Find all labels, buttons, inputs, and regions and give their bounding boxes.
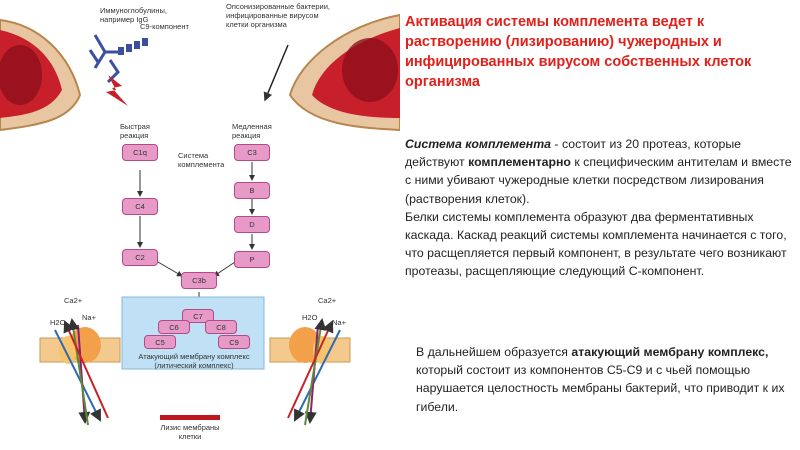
term-complementary: комплементарно bbox=[468, 155, 571, 170]
ion-ca-right: Ca2+ bbox=[318, 296, 337, 305]
c9-chain-icon bbox=[118, 38, 148, 55]
slow-arrow bbox=[263, 44, 289, 102]
node-c3b: C3b bbox=[181, 272, 217, 289]
ion-arrows-left bbox=[54, 318, 109, 426]
term-complement-system: Система комплемента bbox=[405, 137, 552, 151]
ion-na-left: Na+ bbox=[82, 313, 96, 322]
node-c1q: C1q bbox=[122, 144, 158, 161]
ion-ca-left: Ca2+ bbox=[64, 296, 83, 305]
node-c4: C4 bbox=[122, 198, 158, 215]
mac-label: Атакующий мембрану комплекс (литический … bbox=[138, 352, 250, 370]
node-c2: C2 bbox=[122, 249, 158, 266]
ion-na-right: Na+ bbox=[332, 318, 346, 327]
ion-h2o-left: H2O bbox=[50, 318, 66, 327]
ion-arrows-right bbox=[287, 318, 341, 426]
complement-diagram: Иммуноглобулины, например IgG Опсонизиро… bbox=[0, 2, 400, 441]
left-cell-illustration bbox=[0, 18, 82, 132]
paragraph-complement: Система комплемента - состоит из 20 прот… bbox=[405, 137, 792, 279]
lysis-bar bbox=[160, 415, 220, 420]
cascade-arrows bbox=[137, 162, 255, 309]
node-p: P bbox=[234, 251, 270, 268]
immunoglobulins-label: Иммуноглобулины, например IgG bbox=[100, 6, 167, 24]
paragraph-cascades: Белки системы комплемента образуют два ф… bbox=[405, 209, 787, 279]
slow-reaction-label: Медленная реакция bbox=[232, 122, 272, 140]
lysis-label: Лизис мембраны клетки bbox=[160, 423, 220, 441]
node-c9: C9 bbox=[218, 335, 250, 349]
node-c5: C5 bbox=[144, 335, 176, 349]
node-c6: C6 bbox=[158, 320, 190, 334]
opsonized-label: Опсонизированные бактерии, инфицированны… bbox=[226, 2, 331, 29]
c9-component-label: С9-компонент bbox=[140, 22, 189, 31]
diagram-graphics bbox=[0, 13, 400, 426]
node-b: B bbox=[234, 182, 270, 199]
fast-reaction-label: Быстрая реакция bbox=[120, 122, 150, 140]
node-d: D bbox=[234, 216, 270, 233]
right-cell-illustration bbox=[288, 13, 400, 132]
node-c8: C8 bbox=[205, 320, 237, 334]
term-mac: атакующий мембрану комплекс, bbox=[571, 345, 769, 359]
node-c3: C3 bbox=[234, 144, 270, 161]
slide-title: Активация системы комплемента ведет к ра… bbox=[405, 14, 752, 90]
paragraph-mac: В дальнейшем образуется атакующий мембра… bbox=[416, 345, 785, 414]
node-c7: C7 bbox=[182, 309, 214, 323]
ion-h2o-right: H2O bbox=[302, 313, 318, 322]
complement-system-label: Система комплемента bbox=[178, 151, 225, 169]
antibody-icon bbox=[88, 34, 120, 84]
